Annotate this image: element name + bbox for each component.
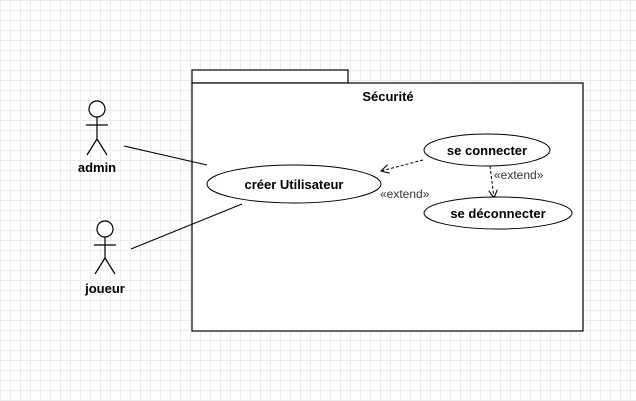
use-case-se-deconnecter[interactable]: se déconnecter: [423, 196, 573, 230]
extend-label-creer: «extend»: [380, 187, 430, 201]
use-case-ellipse: [423, 133, 551, 167]
use-case-creer-utilisateur[interactable]: créer Utilisateur: [206, 164, 382, 204]
actor-joueur[interactable]: joueur: [84, 220, 125, 296]
stick-figure-icon: [94, 220, 116, 275]
use-case-se-connecter[interactable]: se connecter: [423, 133, 551, 167]
extend-label-deconnecter: «extend»: [494, 168, 544, 182]
use-case-label: se déconnecter: [450, 206, 545, 221]
use-case-label: créer Utilisateur: [245, 177, 344, 192]
actor-label: joueur: [84, 281, 125, 296]
stick-figure-icon: [86, 100, 108, 156]
package-tab: [191, 69, 349, 84]
extend-arrow-connecter-to-deconnecter: [490, 165, 494, 198]
package-title: Sécurité: [362, 89, 413, 104]
actor-label: admin: [78, 160, 116, 175]
extend-arrow-connecter-to-creer: [381, 159, 424, 171]
actor-admin[interactable]: admin: [78, 100, 116, 175]
use-case-ellipse: [206, 164, 382, 204]
association-admin-creer-utilisateur: [123, 145, 208, 166]
use-case-ellipse: [423, 196, 573, 230]
use-case-label: se connecter: [447, 143, 527, 158]
association-joueur-creer-utilisateur: [130, 203, 243, 250]
